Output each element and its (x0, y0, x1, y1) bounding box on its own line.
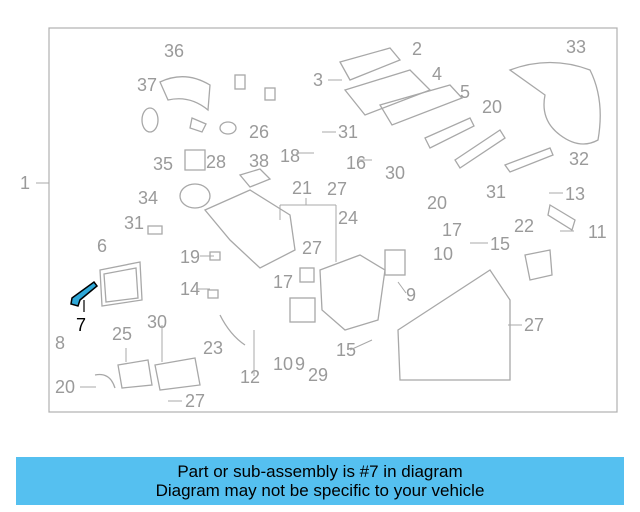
callout: 34 (138, 188, 158, 208)
callout: 10 (273, 354, 293, 374)
callout: 19 (180, 247, 200, 267)
callout-7-highlighted: 7 (76, 315, 86, 335)
callout: 31 (124, 213, 144, 233)
callout: 38 (249, 151, 269, 171)
callout: 5 (460, 82, 470, 102)
callout: 32 (569, 149, 589, 169)
callout: 15 (336, 340, 356, 360)
callout: 18 (280, 146, 300, 166)
callout: 26 (249, 122, 269, 142)
callout: 10 (433, 244, 453, 264)
diagram-frame (48, 27, 618, 413)
part-info-banner: Part or sub-assembly is #7 in diagram Di… (16, 457, 624, 505)
callout: 23 (203, 338, 223, 358)
callout: 36 (164, 41, 184, 61)
part-7-drawing (70, 280, 99, 312)
callout: 15 (490, 234, 510, 254)
callout: 9 (295, 354, 305, 374)
callout: 4 (432, 64, 442, 84)
banner-line-1: Part or sub-assembly is #7 in diagram (177, 462, 463, 481)
callout: 33 (566, 37, 586, 57)
callout: 20 (427, 193, 447, 213)
callout: 30 (385, 163, 405, 183)
callout: 13 (565, 184, 585, 204)
callout: 20 (482, 97, 502, 117)
callouts: 1 2 3 4 5 6 7 8 9 9 10 10 11 12 13 14 15… (20, 37, 607, 411)
callout: 9 (406, 285, 416, 305)
callout: 1 (20, 173, 30, 193)
banner-line-2: Diagram may not be specific to your vehi… (155, 481, 485, 500)
callout: 21 (292, 178, 312, 198)
callout: 6 (97, 236, 107, 256)
part-drawings (94, 47, 601, 391)
callout: 31 (338, 122, 358, 142)
callout: 8 (55, 333, 65, 353)
callout: 27 (524, 315, 544, 335)
callout: 17 (442, 220, 462, 240)
callout: 14 (180, 279, 200, 299)
callout: 20 (55, 377, 75, 397)
callout: 2 (412, 39, 422, 59)
callout: 22 (514, 216, 534, 236)
callout: 16 (346, 153, 366, 173)
parts-diagram: 1 2 3 4 5 6 7 8 9 9 10 10 11 12 13 14 15… (20, 27, 618, 413)
callout: 29 (308, 365, 328, 385)
callout: 25 (112, 324, 132, 344)
callout: 27 (185, 391, 205, 411)
leader-lines (80, 79, 574, 402)
callout: 27 (302, 238, 322, 258)
callout: 37 (137, 75, 157, 95)
callout: 27 (327, 179, 347, 199)
callout: 17 (273, 272, 293, 292)
callout: 24 (338, 208, 358, 228)
callout: 11 (588, 222, 607, 242)
callout: 31 (486, 182, 506, 202)
callout: 35 (153, 154, 173, 174)
callout: 12 (240, 367, 260, 387)
callout: 30 (147, 312, 167, 332)
callout: 3 (313, 70, 323, 90)
callout: 28 (206, 152, 226, 172)
